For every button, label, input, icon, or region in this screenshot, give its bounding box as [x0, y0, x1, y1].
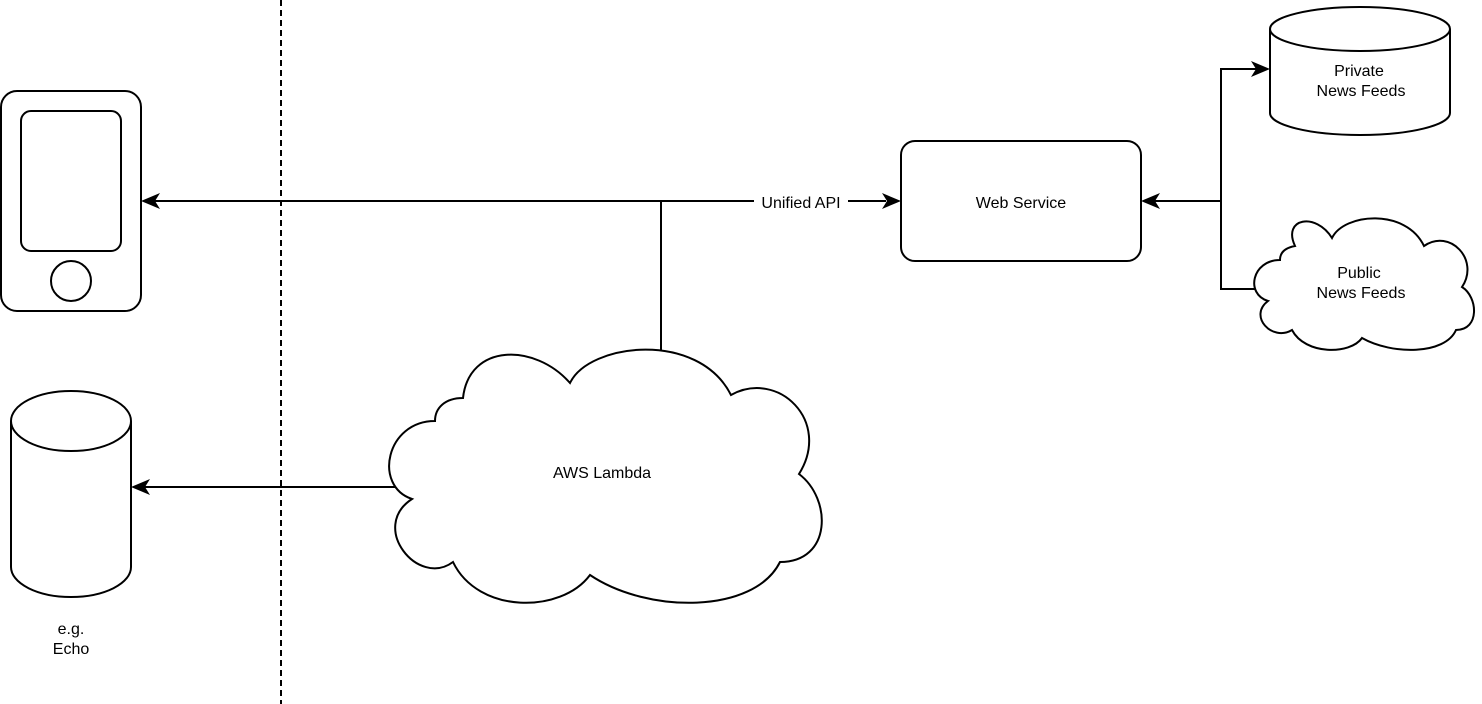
private-feeds-label-line1: Private	[1334, 63, 1384, 80]
unified-api-label: Unified API	[761, 195, 840, 212]
echo-device-node: e.g. Echo	[10, 390, 132, 658]
public-news-feeds-node: Public News Feeds	[1253, 217, 1475, 351]
web-service-label: Web Service	[976, 195, 1067, 212]
arrowhead-left	[141, 193, 160, 209]
cloud-icon	[388, 348, 823, 604]
arrowhead-right	[1251, 61, 1270, 77]
database-icon	[1269, 6, 1451, 136]
private-feeds-label-line2: News Feeds	[1317, 83, 1406, 100]
arrowhead-left	[131, 479, 150, 495]
mobile-phone-icon	[0, 90, 142, 312]
service-feeds-connector	[1141, 61, 1282, 297]
public-feeds-label-line2: News Feeds	[1317, 285, 1406, 302]
cloud-icon	[1253, 217, 1475, 351]
unified-api-connector: Unified API	[141, 191, 901, 213]
aws-lambda-node: AWS Lambda	[388, 348, 823, 604]
arrowhead-right	[882, 193, 901, 209]
echo-caption-line2: Echo	[53, 641, 90, 658]
aws-lambda-label: AWS Lambda	[553, 465, 651, 482]
web-service-node: Web Service	[900, 140, 1142, 262]
public-feeds-label-line1: Public	[1337, 265, 1381, 282]
echo-caption-line1: e.g.	[58, 621, 85, 638]
arrowhead-left	[1141, 193, 1160, 209]
private-news-feeds-node: Private News Feeds	[1269, 6, 1451, 136]
